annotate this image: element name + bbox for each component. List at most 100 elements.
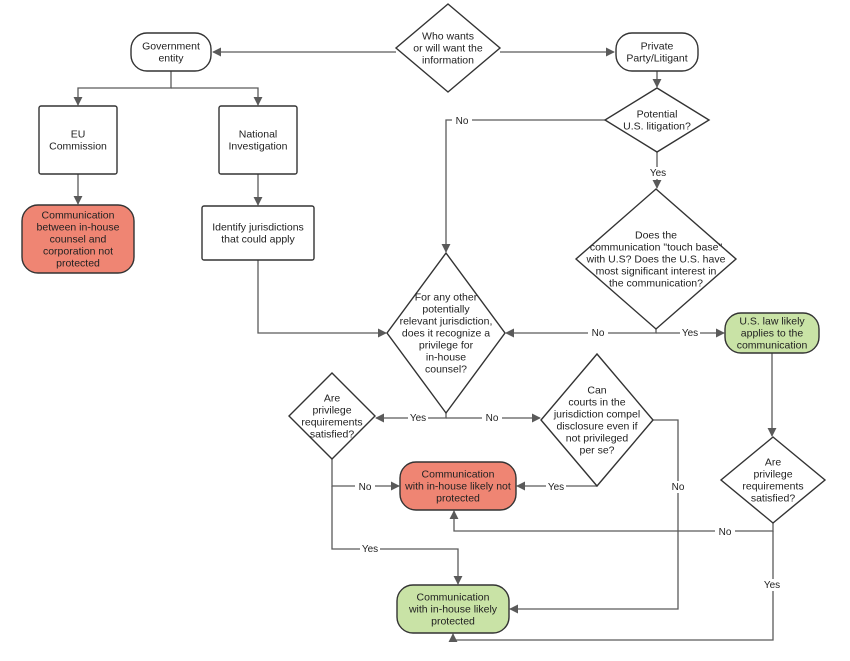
node-text-line: Party/Litigant	[626, 53, 687, 65]
edge-label-privilege-left-no: No	[359, 482, 372, 493]
edge-label-litigation-no: No	[456, 116, 469, 127]
terminal-box	[615, 32, 699, 72]
node-text-line: For any other	[415, 292, 478, 304]
node-text-line: in-house	[426, 352, 466, 364]
edge-label-background	[668, 481, 688, 493]
decision-diamond	[719, 436, 827, 524]
node-text-line: Communication	[42, 210, 115, 222]
edge-label-background	[452, 115, 472, 127]
edge-label-other-no: No	[486, 413, 499, 424]
edge-label-other-yes: Yes	[410, 413, 426, 424]
node-text-line: protected	[436, 493, 480, 505]
node-text-line: privilege for	[419, 340, 474, 352]
decision-diamond	[603, 87, 711, 153]
node-text-line: entity	[158, 53, 184, 65]
edge-label-touch-base-yes: Yes	[682, 328, 698, 339]
edge-label-touch-base-no: No	[592, 328, 605, 339]
node-text-line: that could apply	[221, 234, 295, 246]
decision-diamond	[574, 188, 738, 330]
edge-label-background	[482, 412, 502, 424]
node-text-line: potentially	[422, 304, 470, 316]
node-text-line: requirements	[742, 481, 803, 493]
terminal-box	[396, 584, 510, 634]
node-text-line: Identify jurisdictions	[212, 222, 304, 234]
node-text-line: privilege	[312, 405, 351, 417]
terminal-box	[399, 461, 517, 511]
edge-label-compel-yes: Yes	[548, 482, 564, 493]
edge-label-privilege-left-yes: Yes	[362, 544, 378, 555]
node-text-line: communication "touch base"	[590, 242, 723, 254]
node-text-line: information	[422, 55, 474, 67]
process-box	[38, 105, 118, 175]
decision-diamond	[288, 372, 376, 460]
process-box	[201, 205, 315, 261]
edge-compel-no	[509, 419, 679, 614]
node-text-line: the communication?	[609, 278, 703, 290]
node-text-line: most significant interest in	[596, 266, 717, 278]
edge-label-background	[762, 579, 782, 591]
edge-label-privilege-right-yes: Yes	[764, 580, 780, 591]
terminal-box	[724, 312, 820, 354]
node-text-line: requirements	[301, 417, 362, 429]
terminal-box	[130, 32, 212, 72]
process-box	[218, 105, 298, 175]
node-text-line: National	[239, 129, 278, 141]
node-text-line: applies to the	[741, 328, 804, 340]
node-text-line: per se?	[579, 445, 614, 457]
node-text-line: courts in the	[568, 397, 625, 409]
node-text-line: jurisdiction compel	[553, 409, 640, 421]
node-text-line: U.S. law likely	[739, 316, 805, 328]
node-text-line: communication	[737, 340, 808, 352]
node-text-line: Does the	[635, 230, 677, 242]
node-text-line: Potential	[637, 109, 678, 121]
node-text-line: Communication	[422, 469, 495, 481]
edge-label-background	[715, 526, 735, 538]
edge-gov-to-national	[171, 87, 263, 106]
node-text-line: satisfied?	[310, 429, 355, 441]
node-text-line: Private	[641, 41, 674, 53]
node-text-line: with U.S? Does the U.S. have	[586, 254, 726, 266]
decision-diamond	[394, 3, 502, 93]
node-text-line: Communication	[417, 592, 490, 604]
edge-privilege-left-yes	[331, 486, 463, 585]
edge-label-background	[360, 543, 380, 555]
node-text-line: satisfied?	[751, 493, 796, 505]
node-text-line: with in-house likely not	[404, 481, 511, 493]
edge-label-background	[588, 327, 608, 339]
node-text-line: Are	[765, 457, 782, 469]
decision-diamond	[540, 352, 654, 488]
terminal-box	[21, 204, 135, 274]
node-text-line: disclosure even if	[556, 421, 637, 433]
edge-privilege-right-no	[449, 510, 774, 532]
edge-label-background	[355, 481, 375, 493]
decision-diamond	[386, 251, 506, 415]
edge-gov-to-eu	[73, 71, 172, 106]
node-text-line: Commission	[49, 141, 107, 153]
edge-label-background	[680, 327, 700, 339]
node-text-line: relevant jurisdiction,	[400, 316, 493, 328]
edge-litigation-no	[441, 119, 605, 253]
edge-label-background	[408, 412, 428, 424]
edge-label-litigation-yes: Yes	[650, 168, 666, 179]
edge-identify-to-other	[257, 260, 387, 338]
node-text-line: or will want the	[413, 43, 483, 55]
node-text-line: not privileged	[566, 433, 629, 445]
